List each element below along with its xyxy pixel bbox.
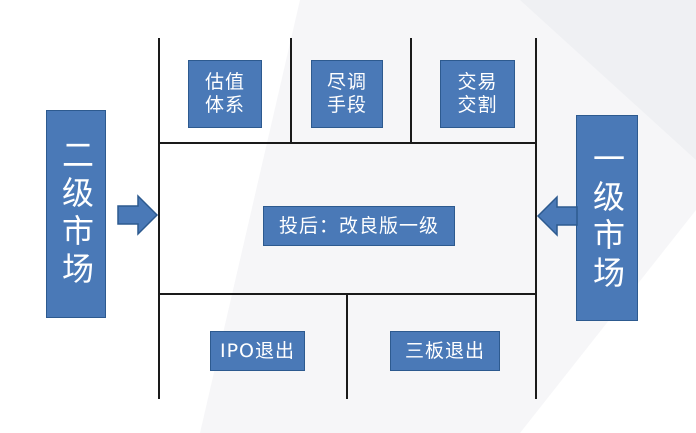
- primary-market-box: 一级市场: [576, 115, 638, 321]
- bottom-row-divider: [346, 293, 348, 399]
- due-diligence-label: 尽调 手段: [326, 71, 367, 116]
- transaction-settlement-label: 交易 交割: [457, 71, 498, 116]
- transaction-settlement-box: 交易 交割: [440, 60, 515, 128]
- primary-market-label: 一级市场: [588, 142, 626, 294]
- post-investment-label: 投后：改良版一级: [278, 214, 439, 237]
- top-row-divider-1: [290, 38, 292, 143]
- ipo-exit-label: IPO退出: [219, 339, 296, 362]
- top-row-divider-2: [410, 38, 412, 143]
- upper-horizontal-line: [158, 142, 537, 144]
- post-investment-box: 投后：改良版一级: [263, 206, 455, 246]
- valuation-system-box: 估值 体系: [188, 60, 262, 128]
- secondary-market-label: 二级市场: [57, 138, 95, 290]
- secondary-market-box: 二级市场: [46, 110, 106, 318]
- ipo-exit-box: IPO退出: [210, 331, 305, 371]
- arrow-right-icon: [117, 194, 159, 236]
- due-diligence-box: 尽调 手段: [311, 60, 383, 128]
- third-board-exit-label: 三板退出: [404, 339, 485, 362]
- frame-left-line: [158, 38, 160, 399]
- arrow-left-icon: [536, 195, 578, 237]
- third-board-exit-box: 三板退出: [390, 331, 500, 371]
- valuation-system-label: 估值 体系: [204, 71, 245, 116]
- frame-right-line: [535, 38, 537, 399]
